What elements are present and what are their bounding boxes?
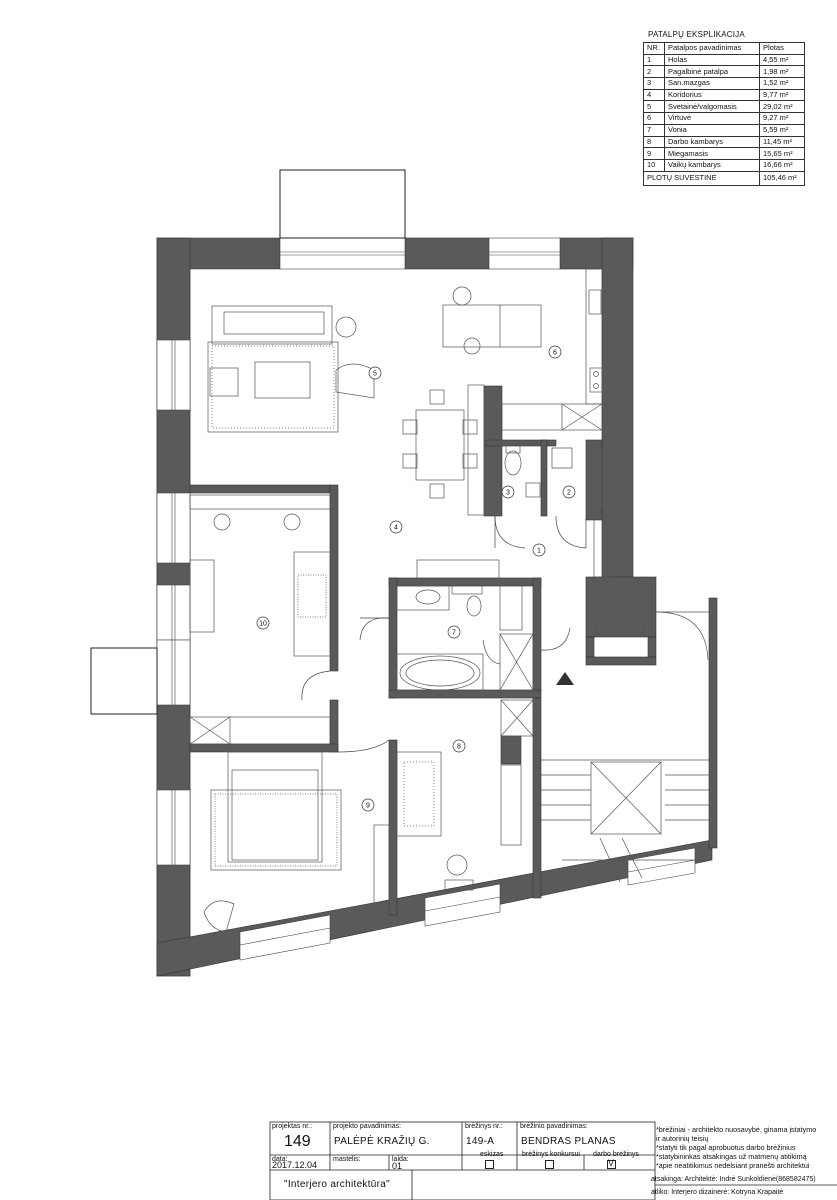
working-label: darbo brėžinys: [593, 1151, 639, 1158]
note-line: ir autorinių teisių: [656, 1134, 709, 1143]
row-name: Darbo kambarys: [664, 135, 760, 149]
header-area: Plotas: [759, 42, 805, 55]
room-markers: [256, 345, 576, 812]
row-name: Koridorius: [664, 88, 760, 102]
row-nr: 10: [643, 158, 665, 172]
furniture: [189, 268, 709, 933]
sheet: 01: [392, 1161, 403, 1171]
row-area: 16,66 m²: [759, 158, 805, 172]
row-area: 1,52 m²: [759, 77, 805, 90]
sheet-label: laida:: [392, 1156, 409, 1163]
date: 2017.12.04: [272, 1160, 318, 1170]
row-area: 9,77 m²: [759, 88, 805, 102]
note-line: *statybininkas atsakingas už matmenų ati…: [656, 1152, 807, 1161]
project-name: PALĖPĖ KRAŽIŲ G.: [334, 1136, 430, 1147]
header-nr: NR.: [643, 42, 665, 55]
row-name: Vaikų kambarys: [664, 158, 760, 172]
room-numbers: 1 2 3 4 5 6 7 8 9 10: [259, 350, 571, 810]
competition-checkbox[interactable]: [545, 1160, 554, 1169]
room-number-2: 2: [567, 490, 571, 497]
room-number-9: 9: [366, 803, 370, 810]
drawing-name-label: brėžinio pavadinimas:: [520, 1123, 588, 1130]
row-area: 11,45 m²: [759, 135, 805, 149]
row-name: Svetainė/valgomasis: [664, 100, 760, 114]
working-checkbox[interactable]: [607, 1158, 616, 1169]
sketch-checkbox[interactable]: [485, 1160, 494, 1169]
row-nr: 6: [643, 112, 665, 125]
drawing-notes: *brėžiniai - architekto nuosavybė, ginam…: [656, 1125, 816, 1170]
drawing-name: BENDRAS PLANAS: [521, 1136, 616, 1147]
room-number-7: 7: [452, 630, 456, 637]
total-label: PLOTŲ SUVESTINĖ: [643, 170, 760, 186]
note-line: *apie neatitikimus nedelsiant pranešti a…: [656, 1161, 810, 1170]
row-area: 29,02 m²: [759, 100, 805, 114]
competition-label: brėžinys konkursui: [522, 1151, 580, 1158]
row-name: San.mazgas: [664, 77, 760, 90]
row-area: 9,27 m²: [759, 112, 805, 125]
row-name: Virtuvė: [664, 112, 760, 125]
row-name: Pagalbinė patalpa: [664, 65, 760, 79]
doors: [301, 515, 587, 753]
explication-title: PATALPŲ EKSPLIKACIJA: [648, 30, 745, 39]
scale-label: mastelis:: [333, 1156, 361, 1163]
entry-marker-icon: [556, 672, 574, 685]
room-number-4: 4: [394, 525, 398, 532]
row-area: 15,65 m²: [759, 147, 805, 160]
row-nr: 3: [643, 77, 665, 90]
room-number-10: 10: [259, 621, 267, 628]
room-number-1: 1: [537, 548, 541, 555]
row-area: 5,59 m²: [759, 123, 805, 137]
executed-by: atliko: Interjero dizainerė: Kotryna Kra…: [651, 1189, 784, 1196]
note-line: *brėžiniai - architekto nuosavybė, ginam…: [656, 1125, 817, 1134]
sketch-label: eskizas: [480, 1151, 504, 1158]
company-name: "Interjero architektūra": [284, 1179, 391, 1190]
row-nr: 4: [643, 88, 665, 102]
row-nr: 5: [643, 100, 665, 114]
responsible-person: atsakinga: Architektė: Indrė Sunkoldienė…: [651, 1176, 816, 1183]
project-nr-label: projektas nr.:: [272, 1123, 313, 1130]
room-number-6: 6: [553, 350, 557, 357]
windows: [156, 237, 696, 961]
room-number-8: 8: [457, 744, 461, 751]
total-area: 105,46 m²: [759, 170, 805, 186]
row-nr: 7: [643, 123, 665, 137]
row-nr: 8: [643, 135, 665, 149]
row-nr: 9: [643, 147, 665, 160]
date-label: data:: [272, 1156, 288, 1163]
drawing-nr-label: brėžinys nr.:: [465, 1123, 503, 1130]
row-nr: 1: [643, 53, 665, 67]
project-nr: 149: [284, 1133, 311, 1150]
total-row: PLOTŲ SUVESTINĖ 105,46 m²: [643, 170, 805, 186]
row-nr: 2: [643, 65, 665, 79]
title-block-frame: [269, 1121, 837, 1200]
room-number-3: 3: [506, 490, 510, 497]
drawing-nr: 149-A: [466, 1136, 495, 1147]
row-name: Vonia: [664, 123, 760, 137]
row-area: 4,55 m²: [759, 53, 805, 67]
row-name: Miegamasis: [664, 147, 760, 160]
room-number-5: 5: [373, 371, 377, 378]
balconies: [90, 169, 406, 715]
project-name-label: projekto pavadinimas:: [333, 1123, 402, 1130]
note-line: *statyti tik pagal aprobuotus darbo brėž…: [656, 1143, 796, 1152]
row-area: 1,98 m²: [759, 65, 805, 79]
row-name: Holas: [664, 53, 760, 67]
header-name: Patalpos pavadinimas: [664, 42, 760, 55]
table-header-row: NR. Patalpos pavadinimas Plotas: [643, 42, 805, 55]
